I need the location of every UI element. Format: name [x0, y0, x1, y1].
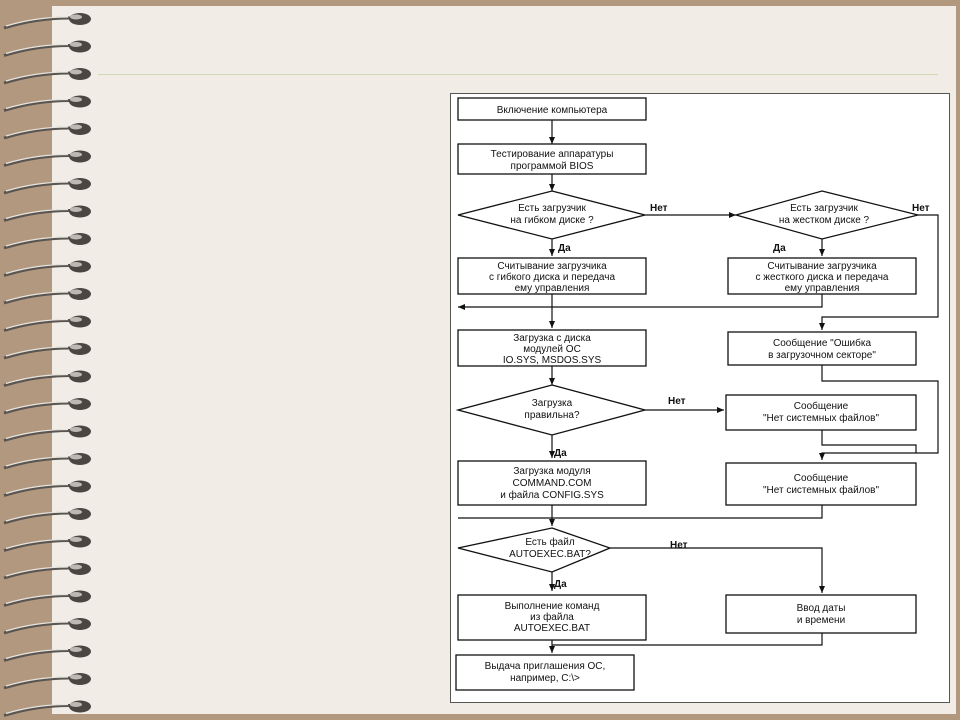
load-command-line-3: и файла CONFIG.SYS [500, 489, 604, 501]
arrow-q-hdd-no [819, 214, 939, 330]
spiral-ring [3, 150, 91, 167]
power-on-text: Включение компьютера [497, 105, 608, 116]
box-power-on [457, 97, 647, 121]
read-floppy-line-1: Считывание загрузчика [497, 261, 607, 272]
notebook-spiral [3, 13, 91, 717]
spiral-ring [3, 370, 91, 387]
spiral-ring [3, 563, 91, 580]
load-command-line-2: COMMAND.COM [513, 478, 592, 489]
read-hdd-line-1: Считывание загрузчика [767, 261, 877, 272]
spiral-ring [3, 260, 91, 277]
spiral-ring [3, 535, 91, 552]
boot-error-line-1: Сообщение "Ошибка [773, 337, 871, 349]
read-hdd-line-2: с жесткого диска и передача [756, 272, 889, 283]
load-os-line-3: IO.SYS, MSDOS.SYS [503, 355, 602, 366]
box-load-command [457, 460, 647, 506]
box-load-os [457, 329, 647, 367]
label-floppy-no: Нет [650, 203, 668, 214]
spiral-ring [3, 700, 91, 717]
spiral-ring [3, 343, 91, 360]
bios-test-line-2: программой BIOS [511, 161, 594, 172]
read-floppy-line-2: с гибкого диска и передача [489, 271, 616, 283]
prompt-line-2: например, C:\> [510, 673, 580, 684]
spiral-ring [3, 315, 91, 332]
box-os-prompt [455, 654, 635, 691]
no-files-2-line-1: Сообщение [794, 472, 849, 484]
box-read-hdd [727, 257, 917, 295]
bios-test-line-1: Тестирование аппаратуры [491, 149, 614, 160]
prompt-line-1: Выдача приглашения ОС, [485, 661, 606, 672]
q-floppy-line-1: Есть загрузчик [518, 203, 586, 214]
boot-sequence-flowchart: Включение компьютера Тестирование аппара… [455, 97, 939, 691]
line-date-merge [552, 633, 823, 646]
spiral-ring [3, 95, 91, 112]
arrow-hdd-read-to-main [458, 294, 823, 310]
diamond-autoexec [457, 527, 612, 573]
label-load-yes: Да [554, 448, 567, 459]
enter-date-line-1: Ввод даты [797, 603, 846, 614]
spiral-ring [3, 233, 91, 250]
label-floppy-yes: Да [558, 243, 571, 254]
box-boot-error [727, 331, 917, 366]
read-floppy-line-3: ему управления [515, 283, 590, 294]
boot-error-line-2: в загрузочном секторе" [768, 350, 876, 361]
box-read-floppy [457, 257, 647, 295]
q-hdd-line-2: на жестком диске ? [779, 215, 870, 226]
box-enter-date [725, 594, 917, 634]
run-autoexec-line-3: AUTOEXEC.BAT [514, 623, 590, 634]
no-files-2-line-2: "Нет системных файлов" [763, 484, 880, 496]
q-floppy-line-2: на гибком диске ? [510, 214, 594, 226]
arrow-no-files-down [821, 430, 917, 453]
load-os-line-2: модулей ОС [523, 344, 581, 355]
diamond-load-ok [455, 384, 648, 436]
spiral-ring [3, 480, 91, 497]
title-underline [98, 74, 938, 75]
arrow-q-autoexec-no [610, 547, 825, 593]
flow-connectors [458, 120, 939, 653]
spiral-ring [3, 508, 91, 525]
read-hdd-line-3: ему управления [785, 283, 860, 294]
spiral-ring [3, 645, 91, 662]
spiral-ring [3, 68, 91, 85]
spiral-ring [3, 178, 91, 195]
label-hdd-no: Нет [912, 203, 930, 214]
enter-date-line-2: и времени [797, 615, 845, 626]
line-merge-left [458, 505, 823, 519]
label-autoexec-no: Нет [670, 540, 688, 551]
load-command-line-1: Загрузка модуля [513, 466, 590, 477]
spiral-ring [3, 590, 91, 607]
q-load-ok-line-2: правильна? [524, 410, 580, 421]
spiral-ring [3, 40, 91, 57]
run-autoexec-line-2: из файла [530, 611, 574, 623]
spiral-ring [3, 618, 91, 635]
q-autoexec-line-1: Есть файл [525, 536, 575, 548]
arrow-boot-error-down [819, 365, 939, 460]
spiral-ring [3, 398, 91, 415]
spiral-ring [3, 425, 91, 442]
label-autoexec-yes: Да [554, 579, 567, 590]
q-hdd-line-1: Есть загрузчик [790, 203, 858, 214]
no-files-1-line-2: "Нет системных файлов" [763, 412, 880, 424]
box-no-system-files-2 [725, 462, 917, 506]
label-hdd-yes: Да [773, 243, 786, 254]
box-run-autoexec [457, 594, 647, 641]
no-files-1-line-1: Сообщение [794, 400, 849, 412]
spiral-ring [3, 453, 91, 470]
spiral-ring [3, 205, 91, 222]
diamond-hdd-loader [733, 190, 919, 240]
spiral-ring [3, 123, 91, 140]
box-bios-test [457, 143, 647, 175]
box-no-system-files-1 [725, 394, 917, 431]
load-os-line-1: Загрузка с диска [513, 333, 591, 344]
q-load-ok-line-1: Загрузка [532, 398, 573, 409]
diamond-floppy-loader [457, 190, 646, 240]
run-autoexec-line-1: Выполнение команд [505, 601, 600, 612]
spiral-ring [3, 13, 91, 30]
label-load-no: Нет [668, 396, 686, 407]
spiral-ring [3, 673, 91, 690]
spiral-ring [3, 288, 91, 305]
q-autoexec-line-2: AUTOEXEC.BAT? [509, 549, 591, 560]
